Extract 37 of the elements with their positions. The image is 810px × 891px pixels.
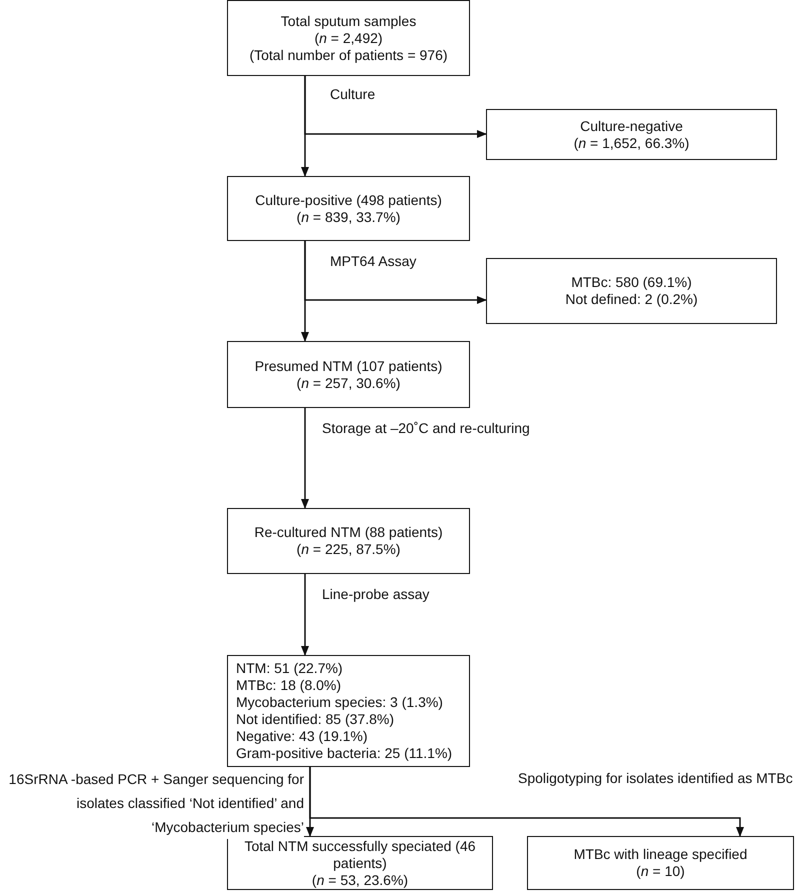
box-text: Culture-negative [580, 118, 683, 134]
arrow [304, 241, 487, 304]
arrow [304, 76, 487, 138]
process-box [227, 508, 470, 574]
process-box [486, 258, 777, 324]
box-text: Total NTM successfully speciated (46 patients) [243, 838, 477, 872]
box-text: MTBc: 18 (8.0%) [236, 677, 342, 694]
box-text: Mycobacterium species: 3 (1.3%) [236, 694, 443, 711]
box-text: MTBc: 580 (69.1%) [571, 274, 692, 291]
box-text: (n = 53, 23.6%) [312, 872, 408, 888]
box-text: Re-cultured NTM (88 patients) [254, 524, 443, 541]
box-text: Gram-positive bacteria: 25 (11.1%) [236, 745, 452, 762]
process-box [227, 176, 470, 241]
process-box [527, 836, 794, 890]
process-box [227, 836, 493, 890]
box-text: MTBc with lineage specified [574, 846, 748, 863]
box-text: Not identified: 85 (37.8%) [236, 711, 394, 728]
arrow [301, 408, 309, 509]
box-text: (Total number of patients = 976) [249, 46, 448, 64]
arrow [301, 574, 309, 656]
box-text: Presumed NTM (107 patients) [254, 358, 442, 374]
box-text: (n = 257, 30.6%) [296, 374, 400, 392]
box-text: (n = 839, 33.7%) [296, 208, 400, 226]
box-text: Negative: 43 (19.1%) [236, 728, 368, 745]
box-text: (n = 2,492) [314, 30, 383, 46]
box-text: (n = 225, 87.5%) [296, 541, 400, 558]
box-text: NTM: 51 (22.7%) [236, 660, 343, 677]
box-text: (n = 1,652, 66.3%) [574, 134, 690, 152]
box-text: Culture-positive (498 patients) [255, 192, 442, 208]
box-text: Not defined: 2 (0.2%) [565, 291, 698, 308]
box-text: (n = 10) [636, 863, 685, 880]
process-box [227, 341, 470, 408]
box-text: Total sputum samples [280, 12, 416, 30]
process-box [227, 0, 470, 76]
process-box [486, 109, 777, 160]
process-box [227, 655, 470, 767]
arrow [309, 767, 744, 837]
